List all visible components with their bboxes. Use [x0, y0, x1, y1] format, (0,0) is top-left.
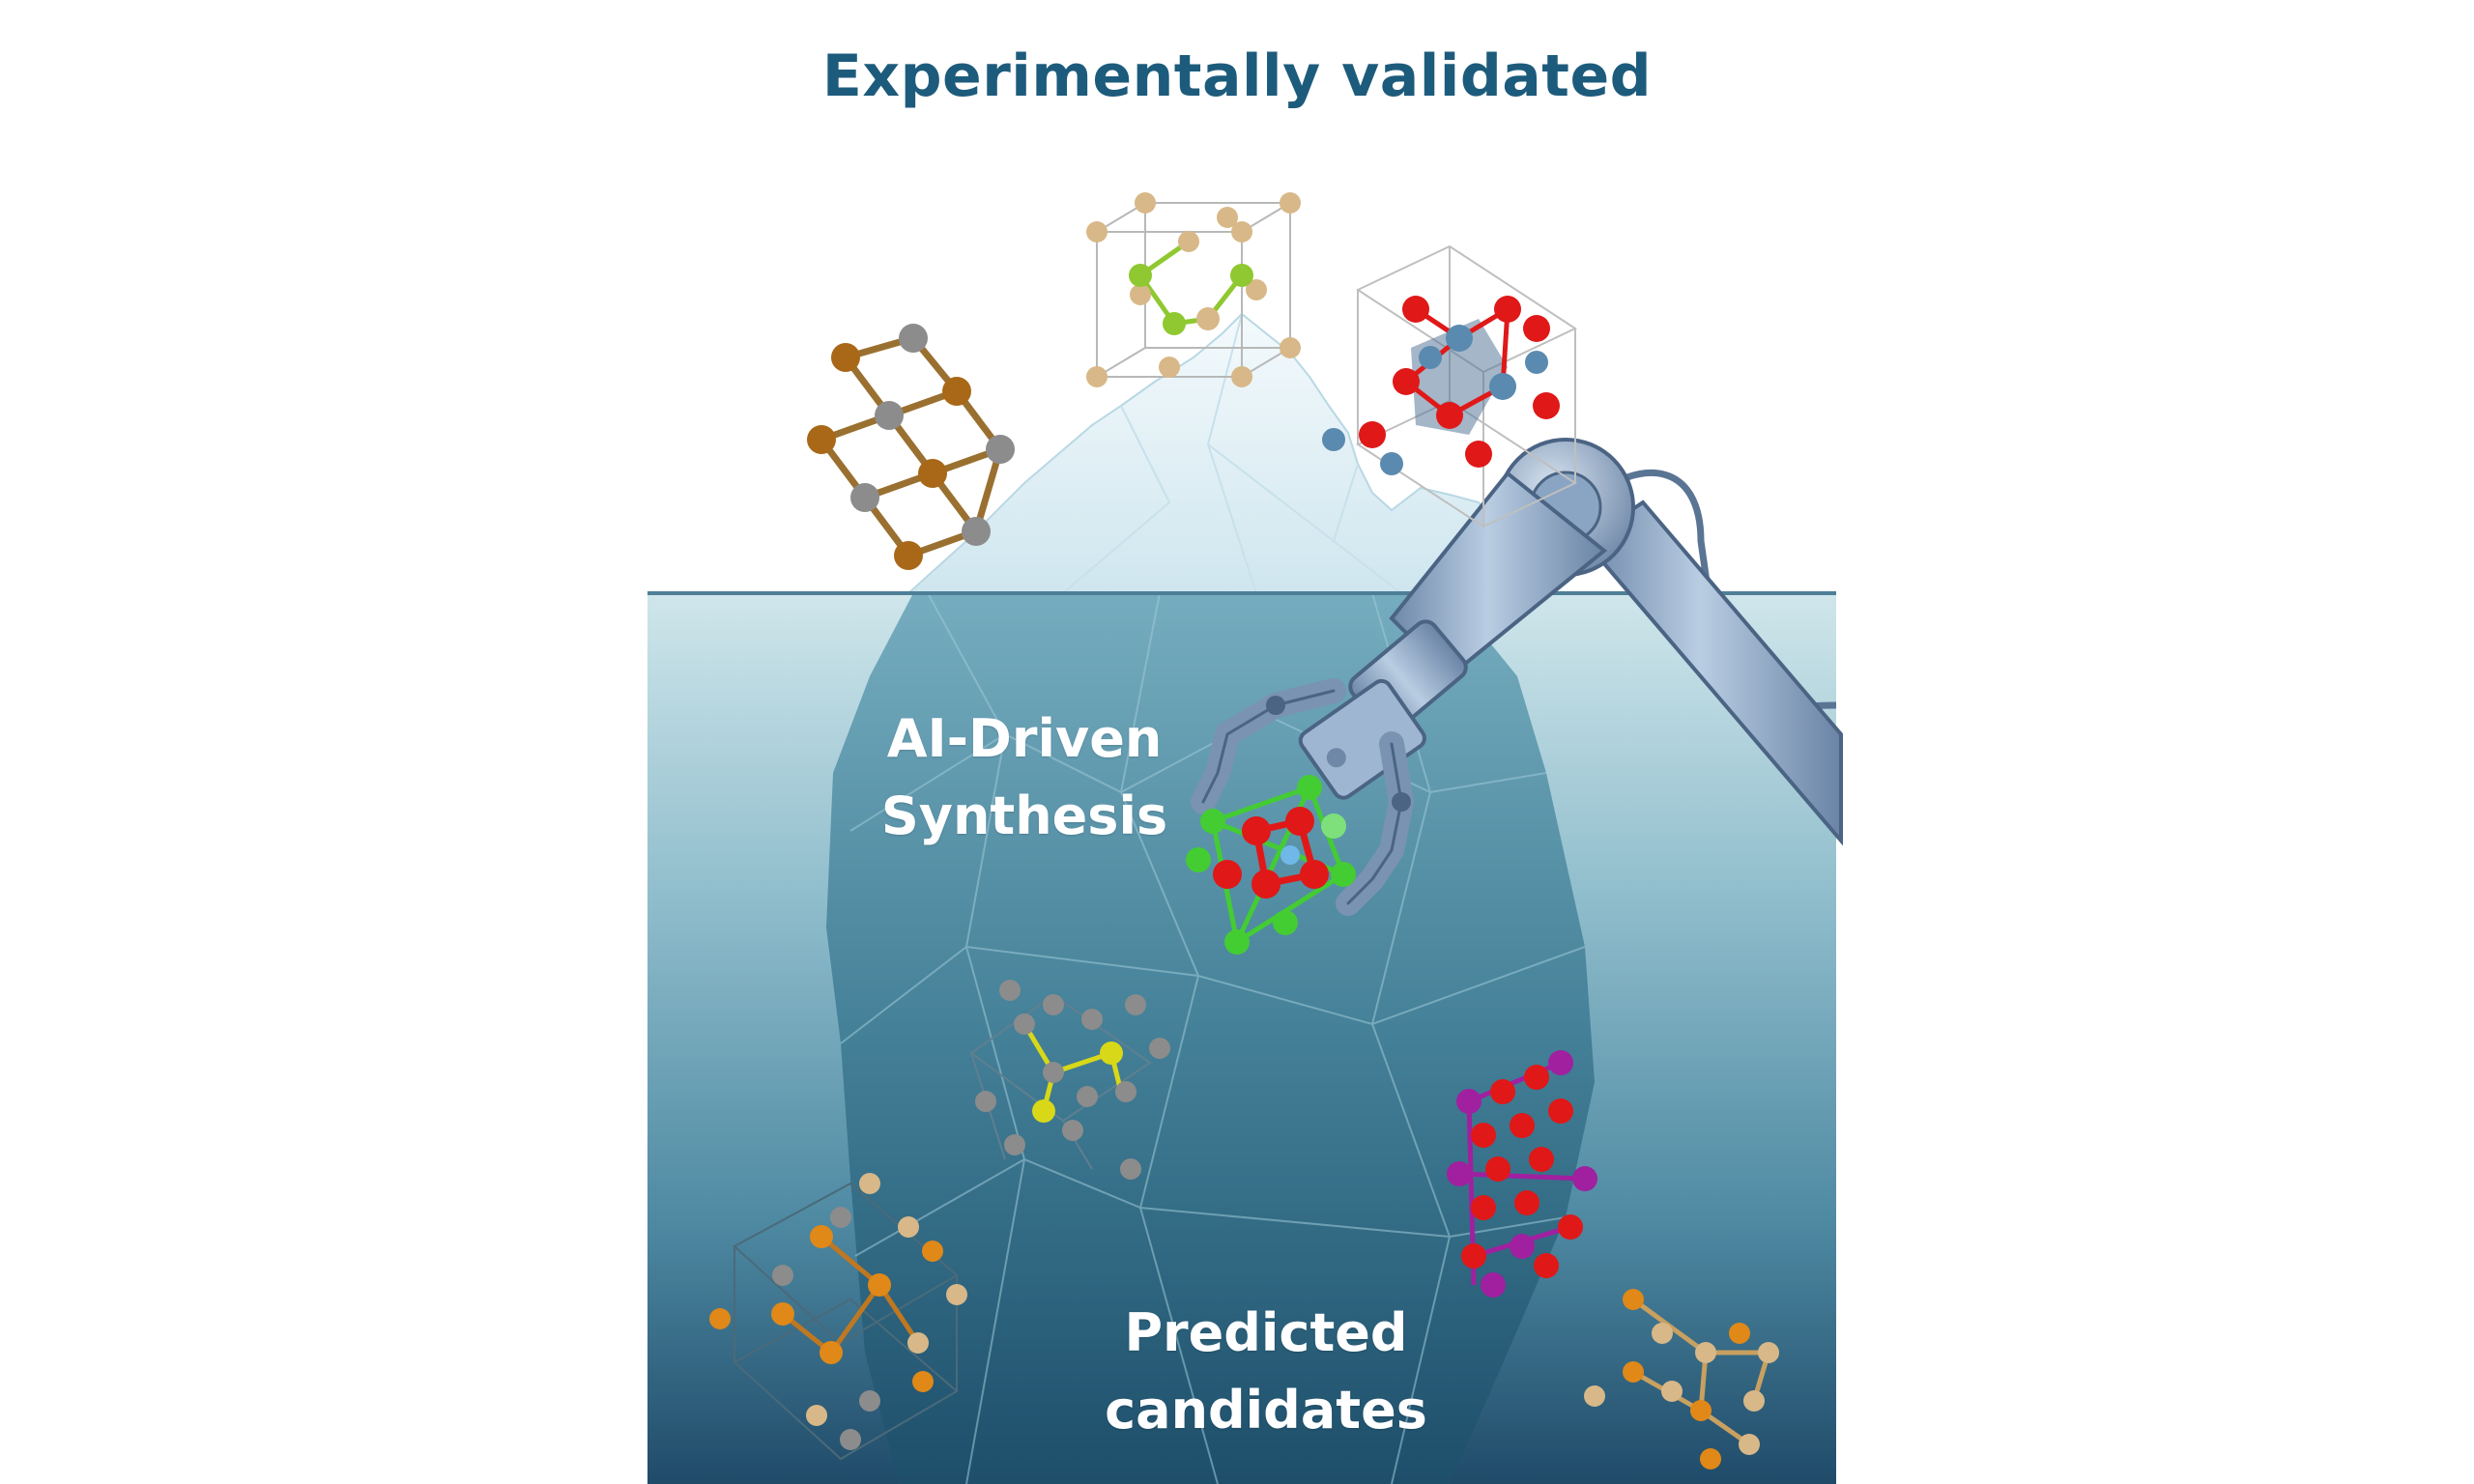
crystal-structure-icon-brown-gray — [709, 1173, 967, 1461]
crystal-structure-icon-red-steel — [1322, 244, 1578, 528]
crystal-structure-icon-red-purple — [1447, 1050, 1597, 1298]
crystal-structure-icon-gray-yellow — [969, 980, 1170, 1180]
ai-driven-synthesis-label: AI-Driven Synthesis — [841, 700, 1208, 855]
pred-label-line2: candidates — [1105, 1380, 1427, 1441]
crystal-structure-icon-tan — [1086, 192, 1301, 387]
pred-label-line1: Predicted — [1124, 1302, 1408, 1363]
iceberg-peak — [906, 312, 1524, 594]
ai-label-line1: AI-Driven — [886, 708, 1163, 769]
crystal-structure-icon-brown — [807, 324, 1015, 570]
iceberg-peak-facets — [1062, 313, 1402, 594]
ai-label-line2: Synthesis — [880, 785, 1168, 846]
robot-arm-icon — [1191, 438, 1843, 916]
page-title: Experimentally validated — [821, 43, 1653, 110]
predicted-candidates-label: Predicted candidates — [1063, 1295, 1469, 1449]
crystal-structure-icon-tan-orange — [1584, 1289, 1779, 1470]
crystal-structure-icon-gripped — [1186, 775, 1356, 955]
